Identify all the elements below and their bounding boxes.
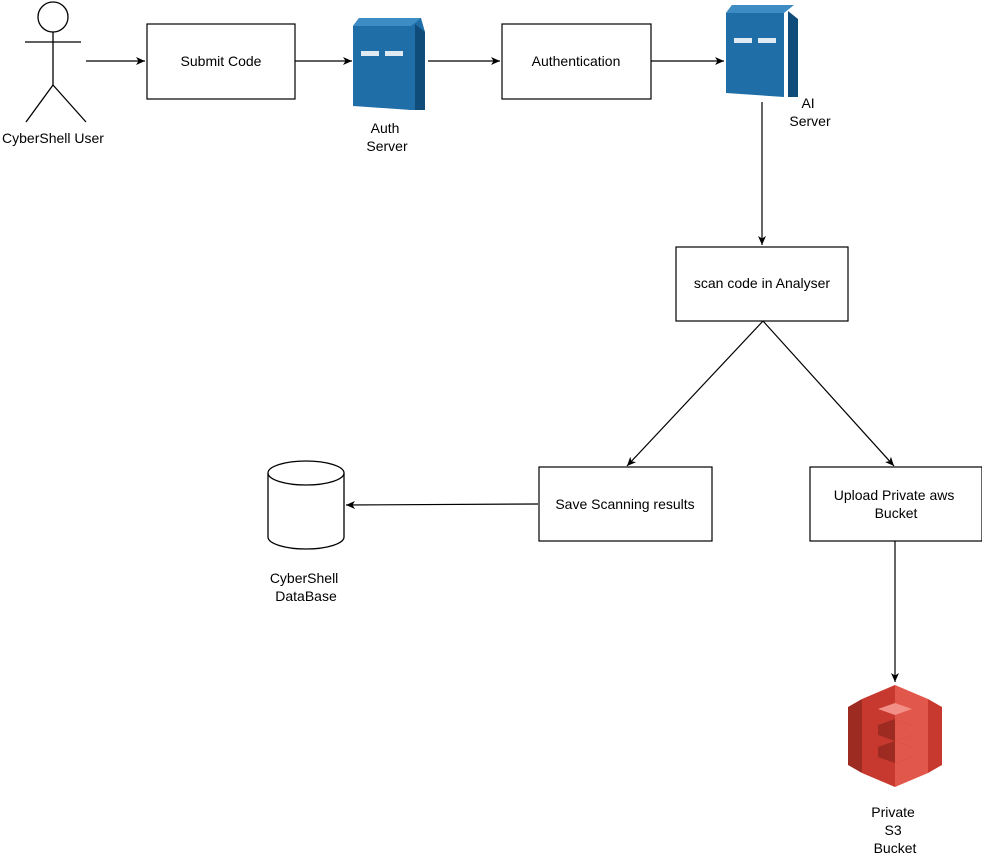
submit-code-label: Submit Code (181, 53, 262, 69)
authentication-label: Authentication (532, 53, 621, 69)
edge-save-database (345, 500, 539, 509)
save-results-label: Save Scanning results (555, 496, 694, 512)
database-label: CyberShell DataBase (270, 570, 342, 604)
edge-scan-upload (762, 320, 895, 467)
auth-server-icon (353, 18, 425, 110)
authentication-step: Authentication (501, 23, 652, 100)
edge-scan-save (626, 320, 764, 467)
edges (86, 57, 899, 682)
s3-bucket-label: Private S3 Bucket (871, 804, 918, 855)
upload-bucket-label: Upload Private aws Bucket (834, 487, 959, 521)
save-results-step: Save Scanning results (538, 466, 713, 542)
user-actor-icon (25, 1, 87, 123)
upload-bucket-step: Upload Private aws Bucket (809, 466, 982, 542)
scan-code-step: scan code in Analyser (675, 246, 849, 322)
ai-server-icon (726, 5, 798, 97)
scan-code-label: scan code in Analyser (694, 275, 831, 291)
user-label: CyberShell User (2, 130, 104, 146)
database-icon (267, 460, 345, 550)
submit-code-step: Submit Code (146, 23, 296, 100)
auth-server-label: Auth Server (366, 120, 408, 154)
s3-bucket-icon (848, 685, 942, 787)
ai-server-label: AI Server (789, 95, 831, 129)
